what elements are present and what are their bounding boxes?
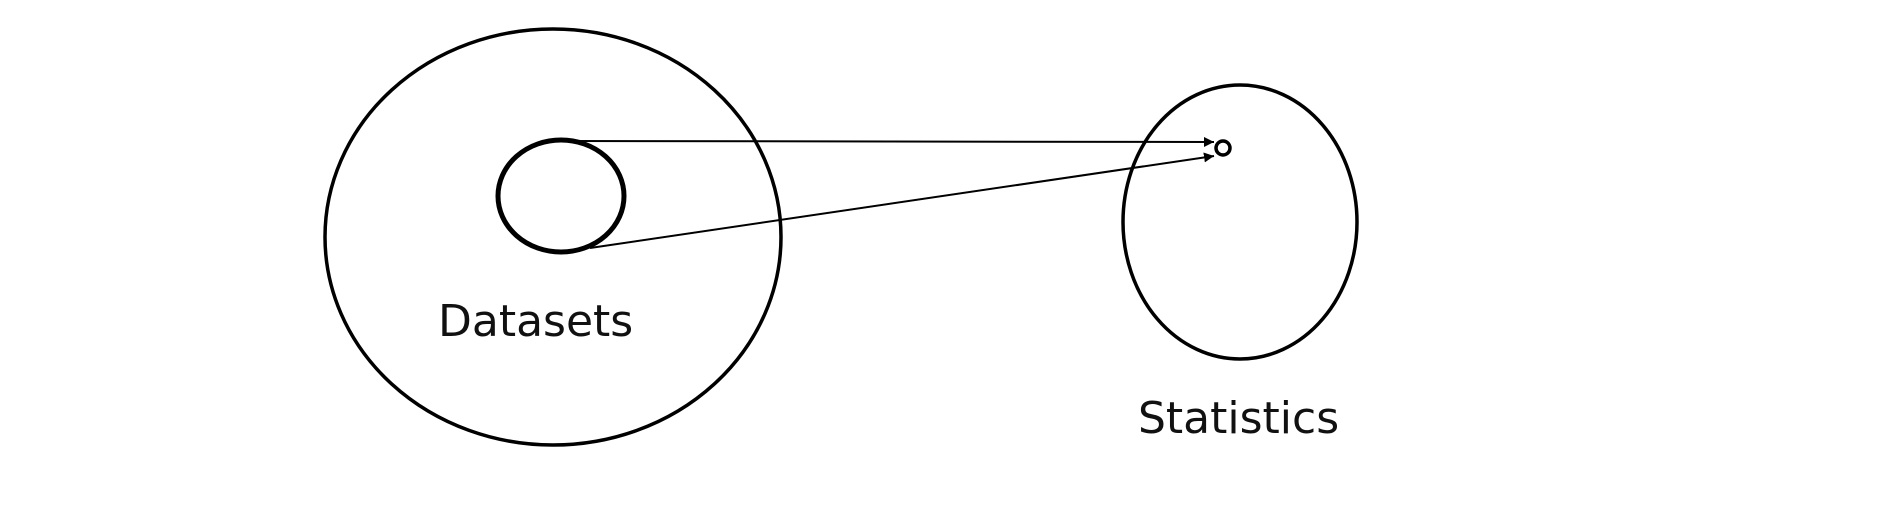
mapping-arrow-bottom (589, 152, 1215, 249)
datasets-label: Datasets (438, 296, 634, 347)
dataset-sample-ellipse (495, 137, 627, 255)
datasets-outer-ellipse (323, 27, 783, 447)
mapping-arrow-top (569, 136, 1215, 147)
statistic-point (1214, 139, 1232, 157)
statistics-ellipse (1121, 83, 1359, 361)
statistics-label: Statistics (1138, 393, 1340, 444)
